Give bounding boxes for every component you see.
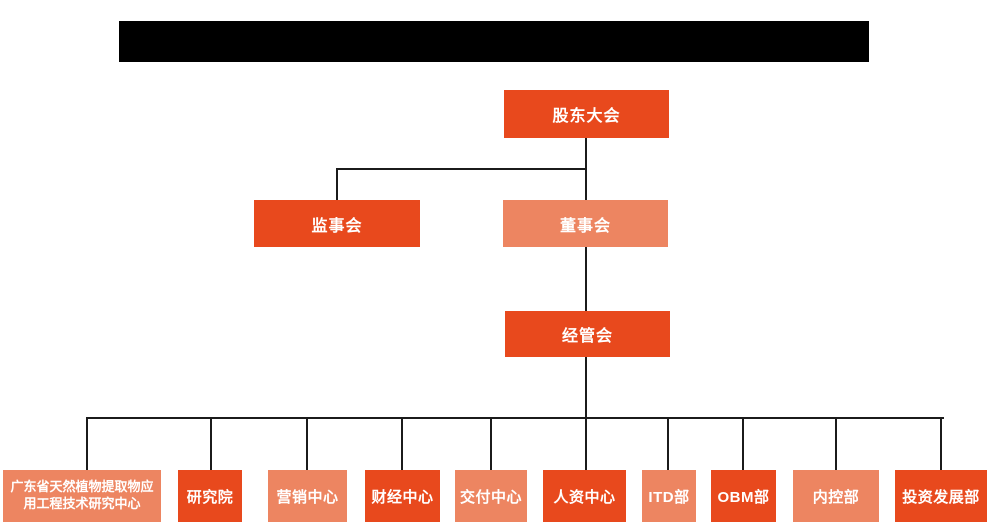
connector-supervisory-vertical [336,168,338,200]
org-node-management-committee: 经管会 [505,311,670,357]
connector-drop-marketing-center [306,417,308,471]
org-node-supervisory-board: 监事会 [254,200,420,247]
connector-drop-itd-dept [667,417,669,471]
org-node-shareholders-meeting: 股东大会 [504,90,669,138]
org-node-delivery-center: 交付中心 [455,470,527,522]
org-node-board-of-directors: 董事会 [503,200,668,247]
connector-drop-research-center [86,417,88,471]
org-node-itd-dept: ITD部 [642,470,696,522]
connector-drop-delivery-center [490,417,492,471]
connector-drop-research-institute [210,417,212,471]
org-node-research-institute: 研究院 [178,470,242,522]
org-node-investment-development-dept: 投资发展部 [895,470,987,522]
org-node-hr-center: 人资中心 [543,470,626,522]
connector-management-vertical [585,357,587,418]
org-node-obm-dept: OBM部 [711,470,776,522]
connector-departments-horizontal [86,417,944,419]
connector-drop-investment-development-dept [940,417,942,471]
redacted-title-bar [119,21,869,62]
connector-drop-hr-center [585,417,587,471]
connector-level2-horizontal [336,168,587,170]
connector-drop-obm-dept [742,417,744,471]
connector-board-management-vertical [585,247,587,311]
org-node-marketing-center: 营销中心 [268,470,347,522]
connector-drop-finance-center [401,417,403,471]
org-node-internal-control-dept: 内控部 [793,470,879,522]
org-node-research-center: 广东省天然植物提取物应用工程技术研究中心 [3,470,161,522]
connector-drop-internal-control-dept [835,417,837,471]
org-node-finance-center: 财经中心 [365,470,440,522]
